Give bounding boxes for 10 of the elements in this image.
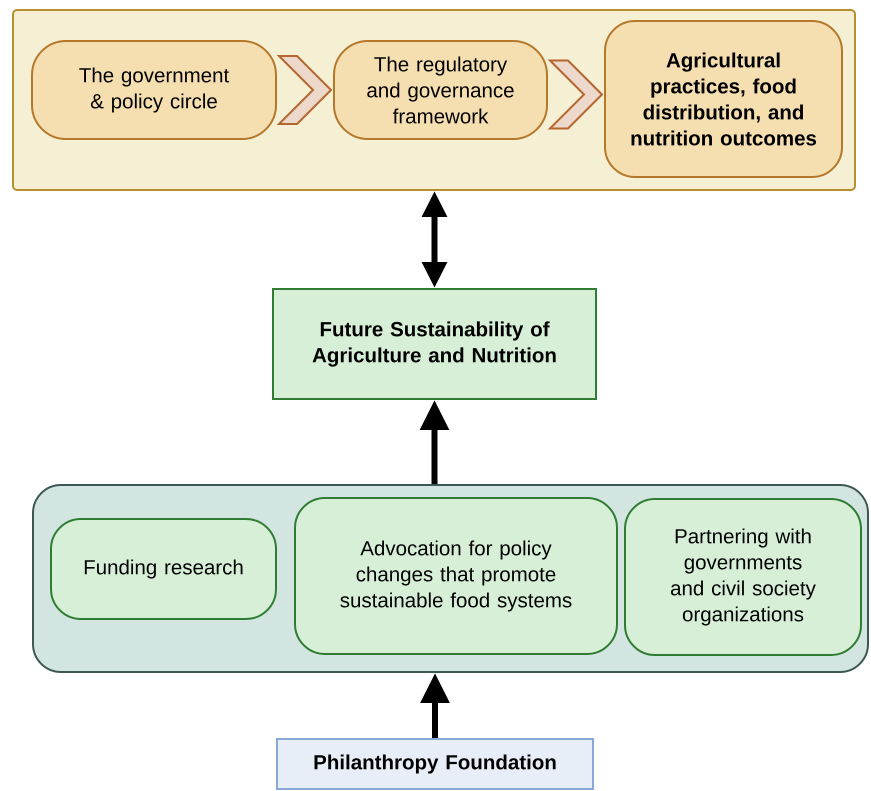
- process-box: The government & policy circle: [31, 40, 277, 140]
- process-box: Advocation for policy changes that promote sustainable food systems: [294, 497, 618, 655]
- process-box: Philanthropy Foundation: [276, 738, 594, 790]
- chevron-arrow: [548, 60, 604, 130]
- process-box: Agricultural practices, food distribution, and nutrition outcomes: [604, 20, 843, 178]
- process-box: The regulatory and governance framework: [333, 40, 548, 140]
- process-box: Funding research: [50, 518, 277, 620]
- process-box: Partnering with governments and civil society organizations: [624, 498, 862, 656]
- process-box: Future Sustainability of Agriculture and Nutrition: [272, 288, 597, 400]
- chevron-arrow: [276, 55, 332, 125]
